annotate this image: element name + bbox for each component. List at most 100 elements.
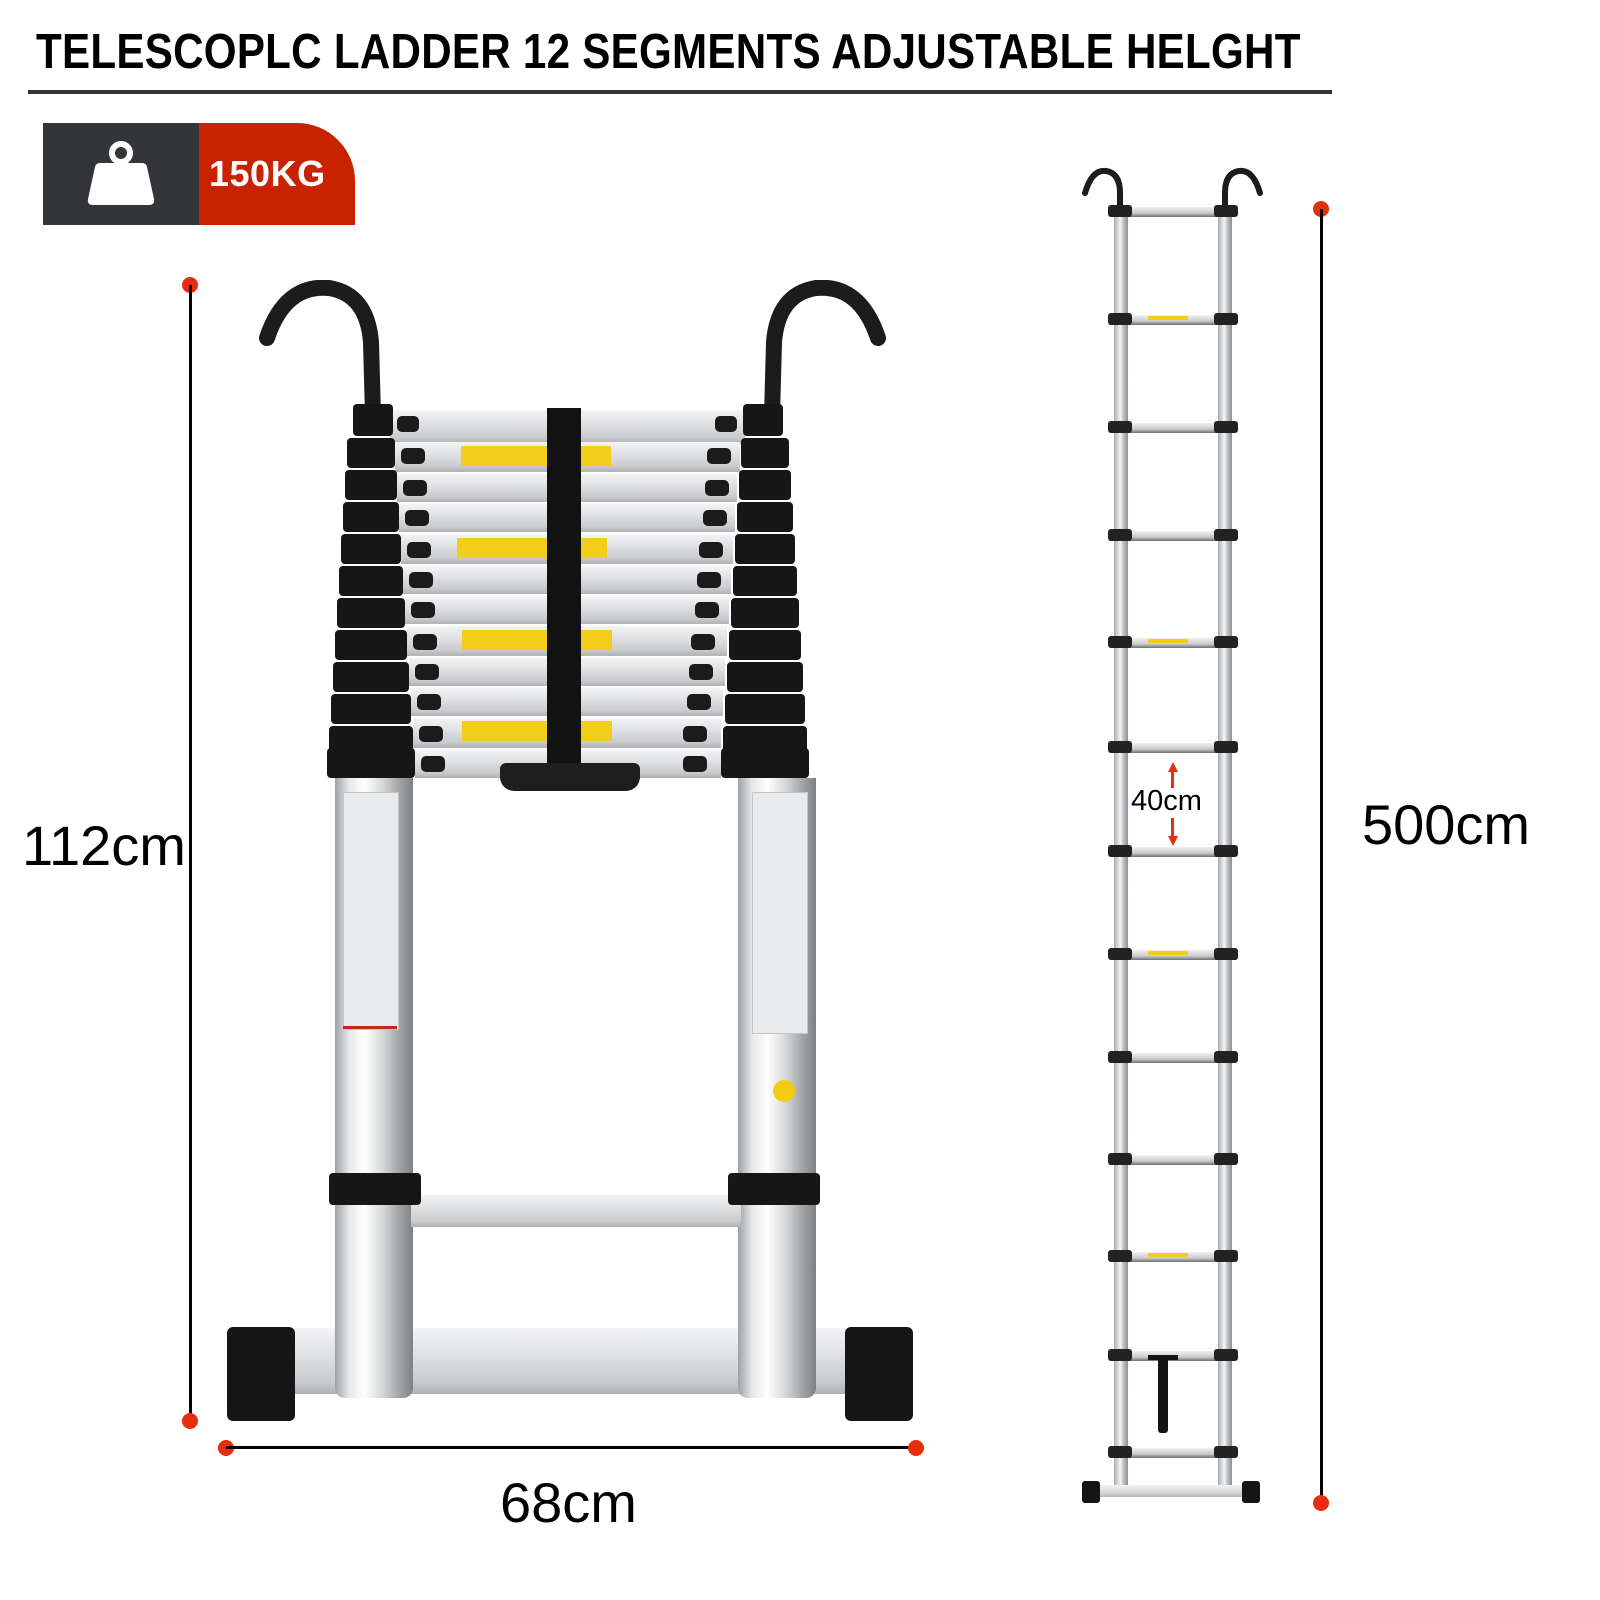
extended-height-line — [1320, 209, 1323, 1503]
safety-sticker-left — [343, 792, 399, 1030]
rung — [1124, 950, 1222, 960]
stile-collar-right — [739, 470, 791, 500]
rung-clip — [1108, 1349, 1132, 1361]
rung-end-cap — [697, 572, 721, 588]
stile-collar-left — [327, 748, 415, 778]
rung-clip — [1108, 421, 1132, 433]
stile-collar-left — [347, 438, 395, 468]
stile-collar-right — [741, 438, 789, 468]
stile-collar-left — [345, 470, 397, 500]
foot-left — [227, 1327, 295, 1421]
rung-end-cap — [419, 726, 443, 742]
spacing-arrow-shaft — [1171, 818, 1174, 836]
warning-label — [1148, 951, 1188, 955]
foot-right — [845, 1327, 913, 1421]
rung — [1124, 531, 1222, 541]
warning-label — [1148, 316, 1188, 320]
rung-clip — [1214, 1446, 1238, 1458]
hook-icon-right — [764, 280, 886, 420]
rung-clip — [1108, 636, 1132, 648]
carry-strap[interactable] — [1158, 1355, 1168, 1433]
rung-end-cap — [415, 664, 439, 680]
stile-collar-right — [731, 598, 799, 628]
collapsed-ladder — [225, 280, 925, 1430]
certification-seal — [773, 1080, 795, 1102]
rung-clip — [1214, 1349, 1238, 1361]
load-capacity-badge: 150KG — [43, 123, 355, 225]
stile-collar-right — [737, 502, 793, 532]
rung-end-cap — [413, 634, 437, 650]
sticker-red-edge — [343, 1026, 397, 1029]
rung-end-cap — [401, 448, 425, 464]
weight-icon — [87, 141, 155, 205]
stile-collar-right — [729, 630, 801, 660]
rung-clip — [1108, 1051, 1132, 1063]
rung-clip — [1108, 845, 1132, 857]
rung-end-cap — [687, 694, 711, 710]
stile-collar-left — [331, 694, 411, 724]
collapsed-height-line — [189, 285, 192, 1421]
rung — [1124, 1448, 1222, 1458]
rung-end-cap — [715, 416, 737, 432]
stile-collar-left — [343, 502, 399, 532]
stile-collar-left — [341, 534, 401, 564]
collapsed-width-label: 68cm — [500, 1471, 637, 1534]
badge-icon-box — [43, 123, 199, 225]
stile-collar-left — [339, 566, 403, 596]
rung-end-cap — [409, 572, 433, 588]
carry-strap[interactable] — [547, 408, 581, 770]
arrow-up-icon — [1168, 762, 1178, 772]
rung-clip — [1214, 845, 1238, 857]
rung-end-cap — [707, 448, 731, 464]
rung-end-cap — [703, 510, 727, 526]
spacing-arrow-shaft — [1171, 770, 1174, 788]
carry-handle[interactable] — [500, 763, 640, 791]
arrow-down-icon — [1168, 836, 1178, 846]
badge-value-box: 150KG — [199, 123, 355, 225]
rung-clip — [1214, 1051, 1238, 1063]
rung — [1124, 207, 1222, 217]
hook-icon-left-small — [1082, 167, 1123, 215]
rung-clip — [1108, 205, 1132, 217]
rung — [1124, 1252, 1222, 1262]
rung-clip — [1108, 948, 1132, 960]
rung-end-cap — [407, 542, 431, 558]
warning-label — [462, 630, 612, 650]
stile-collar-right — [721, 748, 809, 778]
stile-collar-right — [743, 404, 783, 436]
stile-collar-left — [335, 630, 407, 660]
stile-collar-left — [337, 598, 405, 628]
dimension-marker-bottom-right — [1313, 1495, 1329, 1511]
load-capacity-value: 150KG — [209, 153, 326, 194]
rung-clip — [1108, 313, 1132, 325]
rung-end-cap — [411, 602, 435, 618]
stile-collar-left — [333, 662, 409, 692]
rung — [1124, 1155, 1222, 1165]
hook-icon-right-small — [1222, 167, 1263, 215]
stile-collar-left — [329, 1173, 421, 1205]
rung-end-cap — [683, 726, 707, 742]
rung-clip — [1214, 529, 1238, 541]
rung — [1124, 1053, 1222, 1063]
rung-spacing-label: 40cm — [1131, 785, 1202, 817]
rung-clip — [1108, 529, 1132, 541]
hook-icon-left — [259, 280, 381, 420]
rung — [1124, 638, 1222, 648]
warning-label — [457, 538, 607, 558]
rung — [1124, 847, 1222, 857]
stile-collar-right — [725, 694, 805, 724]
rung-clip — [1108, 741, 1132, 753]
warning-label — [1148, 1253, 1188, 1257]
rung-end-cap — [403, 480, 427, 496]
extended-height-label: 500cm — [1362, 793, 1531, 856]
rung-end-cap — [699, 542, 723, 558]
stile-collar-right — [728, 1173, 820, 1205]
extended-ladder — [1080, 165, 1265, 1510]
stile-collar-right — [727, 662, 803, 692]
rung-end-cap — [705, 480, 729, 496]
rung-clip — [1214, 1250, 1238, 1262]
warning-label — [462, 721, 612, 741]
collapsed-width-line — [226, 1446, 916, 1449]
dimension-marker-right — [908, 1440, 924, 1456]
rung-end-cap — [421, 756, 445, 772]
